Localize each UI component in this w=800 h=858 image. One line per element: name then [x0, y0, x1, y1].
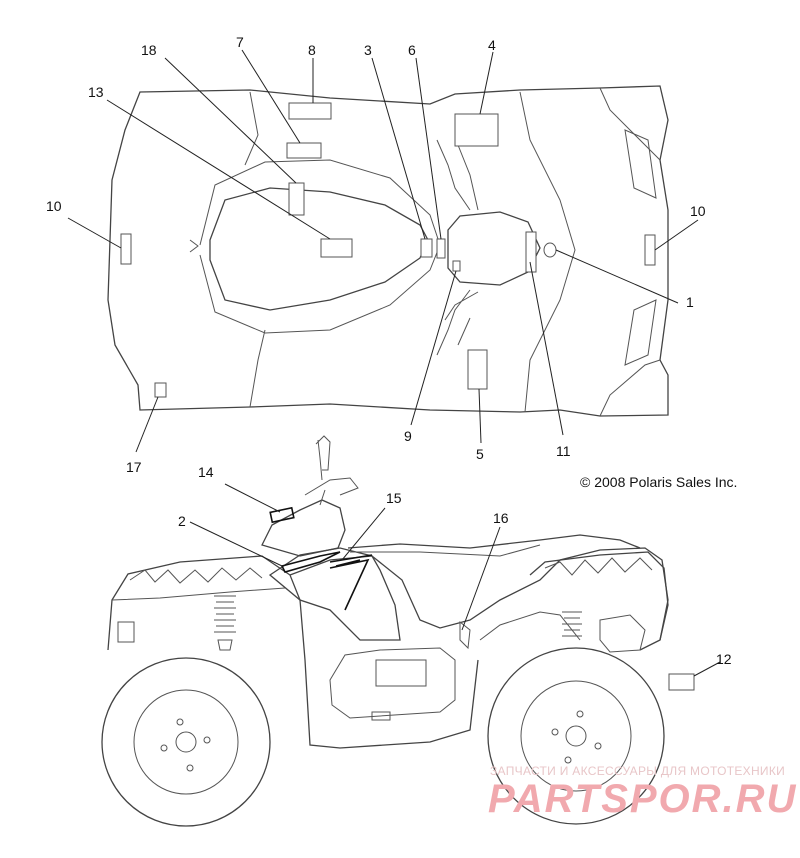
callout-4: 4 — [488, 37, 496, 53]
top-decal-3 — [420, 238, 433, 258]
rear-fender-lower — [111, 587, 286, 601]
front-shock — [562, 611, 582, 637]
side-view-leader-lines — [189, 483, 721, 677]
top-view-rear-rack — [189, 239, 199, 253]
top-view-handlebar-grip — [457, 144, 479, 346]
top-decal-18 — [288, 182, 305, 216]
side-decal-14 — [269, 506, 295, 524]
top-decal-8 — [288, 102, 332, 120]
callout-labels: 1 2 3 4 5 6 7 8 9 10 10 11 12 13 14 15 1… — [46, 34, 732, 667]
callout-18: 18 — [141, 42, 157, 58]
rear-fender — [107, 555, 306, 661]
top-view-handlebar — [436, 139, 479, 356]
rear-rack — [129, 567, 263, 584]
top-view-rear-fender — [244, 91, 266, 408]
top-decal-7 — [286, 142, 322, 159]
rear-wheel — [101, 657, 271, 827]
atv-top-view — [67, 49, 699, 453]
top-view-rack-slot — [624, 129, 657, 199]
top-decal-11 — [525, 231, 537, 273]
top-view-seat-edge — [199, 159, 441, 334]
top-view-front-fender-edge — [599, 87, 661, 417]
top-decal-17 — [154, 382, 167, 398]
engine-block — [375, 659, 427, 687]
atv-side-view — [101, 435, 721, 827]
top-view-body-outline — [107, 85, 669, 417]
callout-3: 3 — [364, 42, 372, 58]
top-decal-13 — [320, 238, 353, 258]
callout-17: 17 — [126, 459, 142, 475]
handlebar — [304, 477, 359, 506]
top-decal-4 — [454, 113, 499, 147]
top-view-rack-slot — [624, 299, 657, 366]
front-rack — [544, 557, 653, 576]
top-view-seat — [209, 187, 429, 311]
callout-2: 2 — [178, 513, 186, 529]
side-decal-2 — [280, 551, 341, 573]
front-wheel — [487, 647, 665, 825]
watermark: ЗАПЧАСТИ И АКСЕССУАРЫ ДЛЯ МОТОТЕХНИКИ PA… — [488, 764, 797, 821]
callout-7: 7 — [236, 34, 244, 50]
top-decal-10-rear — [120, 233, 132, 265]
side-decal-12 — [668, 673, 695, 691]
callout-5: 5 — [476, 446, 484, 462]
top-decal-9 — [452, 260, 461, 272]
rear-shock — [214, 595, 236, 651]
copyright-notice: © 2008 Polaris Sales Inc. — [580, 474, 737, 490]
callout-11: 11 — [556, 443, 571, 459]
footwell-panel — [329, 647, 456, 719]
callout-15: 15 — [386, 490, 402, 506]
callout-13: 13 — [88, 84, 104, 100]
seat — [347, 534, 641, 549]
callout-16: 16 — [493, 510, 509, 526]
callout-8: 8 — [308, 42, 316, 58]
callout-1: 1 — [686, 294, 694, 310]
handlebar-pod — [261, 499, 346, 557]
top-decal-6 — [436, 238, 446, 259]
callout-10-front: 10 — [690, 203, 706, 219]
footrest — [371, 711, 391, 721]
callout-14: 14 — [198, 464, 214, 480]
watermark-brand: PARTSPOR.RU — [488, 777, 797, 821]
side-decal-15 — [329, 554, 373, 611]
side-decal-16 — [459, 620, 471, 650]
top-decal-10-front — [644, 234, 656, 266]
callout-9: 9 — [404, 428, 412, 444]
front-fender — [529, 551, 669, 641]
mirror — [315, 435, 331, 481]
seat-lower — [350, 544, 541, 557]
top-view-front-fender — [519, 91, 576, 413]
watermark-tagline: ЗАПЧАСТИ И АКСЕССУАРЫ ДЛЯ МОТОТЕХНИКИ — [490, 764, 785, 778]
front-fender-side — [479, 611, 581, 641]
callout-6: 6 — [408, 42, 416, 58]
front-bumper — [599, 614, 646, 653]
rear-taillight — [117, 621, 135, 643]
top-decal-5 — [467, 349, 488, 390]
callout-12: 12 — [716, 651, 732, 667]
top-view-leader-lines — [67, 49, 699, 453]
top-decal-1 — [543, 242, 557, 258]
footwell — [304, 659, 479, 749]
callout-10-rear: 10 — [46, 198, 62, 214]
